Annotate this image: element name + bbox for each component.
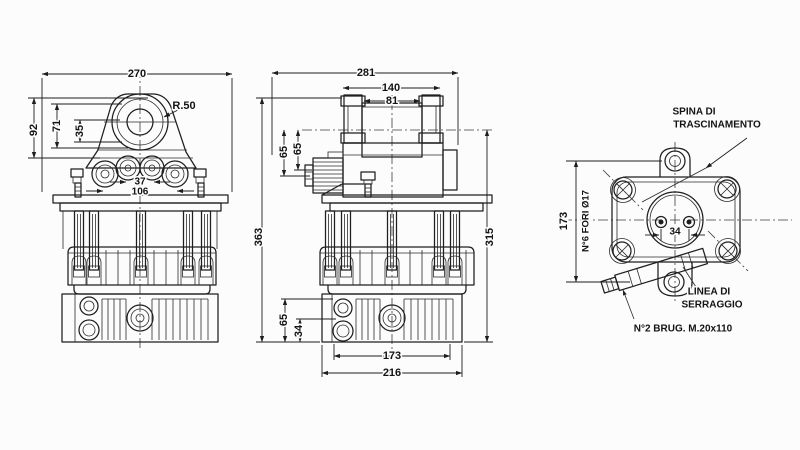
dim-front-pitch-inner: 37 xyxy=(134,177,146,188)
label-clamp-screws: N°2 BRUG. M.20x110 xyxy=(634,324,733,335)
clamp-bolt xyxy=(600,276,620,294)
side-dimensions: 281 140 81 65 65 363 315 65 34 xyxy=(252,66,498,381)
side-view: 281 140 81 65 65 363 315 65 34 xyxy=(252,66,498,381)
dim-side-depth-total: 281 xyxy=(357,67,375,79)
flange-bolts xyxy=(70,168,207,198)
label-flange-holes: N°6 FORI Ø17 xyxy=(581,190,592,252)
side-mounting-flange xyxy=(321,194,493,212)
center-hub xyxy=(646,191,704,249)
dim-front-h-outer: 92 xyxy=(28,124,40,136)
side-base-housing xyxy=(321,293,463,343)
bottom-lug xyxy=(657,262,693,297)
shackle-plate xyxy=(85,93,197,169)
dim-front-h-mid: 71 xyxy=(51,120,63,132)
front-view: 270 92 71 35 R.50 37 106 xyxy=(27,67,233,348)
label-radius: R.50 xyxy=(172,100,195,112)
dim-side-port-a: 65 xyxy=(278,146,290,158)
dim-front-pitch-outer: 106 xyxy=(132,187,149,198)
side-body xyxy=(304,142,458,198)
dim-flange-pin-spacing: 34 xyxy=(669,227,681,238)
side-bolt xyxy=(360,171,376,181)
flange-annotations: SPINA DI TRASCINAMENTO 173 N°6 FORI Ø17 … xyxy=(557,105,763,336)
dim-side-height-total: 363 xyxy=(253,228,265,246)
dim-side-depth-upper: 140 xyxy=(382,82,400,94)
dim-side-base-port-b: 34 xyxy=(293,324,305,337)
dim-side-height-body: 315 xyxy=(484,228,496,246)
flange-view: SPINA DI TRASCINAMENTO 173 N°6 FORI Ø17 … xyxy=(557,105,792,336)
base-housing xyxy=(61,293,219,343)
dim-side-depth-eye: 81 xyxy=(386,95,398,107)
front-dimensions: 270 92 71 35 R.50 37 106 xyxy=(27,67,233,199)
clamp-bar xyxy=(600,247,709,294)
hydraulic-fittings xyxy=(91,155,189,188)
label-drive-pin-1: SPINA DI xyxy=(673,107,716,118)
dim-side-port-b: 65 xyxy=(292,143,304,155)
front-center-port xyxy=(126,304,154,332)
dim-flange-bolt-pitch: 173 xyxy=(558,212,570,230)
flange-outline xyxy=(611,147,741,297)
dim-front-width: 270 xyxy=(128,68,146,80)
corner-screws xyxy=(602,169,749,272)
label-drive-pin-2: TRASCINAMENTO xyxy=(673,120,761,131)
dim-side-base-port-a: 65 xyxy=(278,314,290,326)
side-center-port xyxy=(378,304,406,332)
side-stud-bolts xyxy=(324,210,461,271)
dim-side-base-pitch: 173 xyxy=(383,350,401,362)
valve-block xyxy=(312,157,344,194)
label-clamp-line-1: LINEA DI xyxy=(688,287,731,298)
stud-bolts xyxy=(73,210,212,271)
dim-front-h-inner: 35 xyxy=(74,125,86,137)
dim-side-base-width: 216 xyxy=(383,367,401,379)
top-lug xyxy=(659,147,691,177)
label-clamp-line-2: SERRAGGIO xyxy=(681,300,742,311)
